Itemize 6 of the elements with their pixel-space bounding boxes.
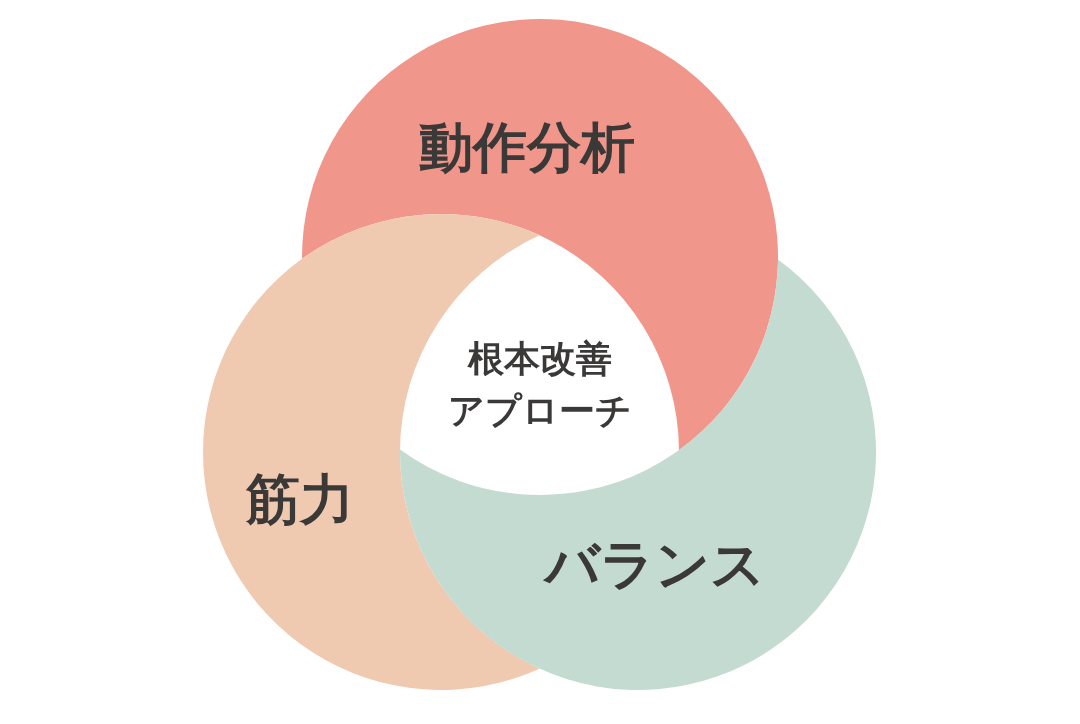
- circle-label: 筋力: [246, 473, 354, 527]
- venn-crescent: [400, 259, 876, 690]
- center-label: 根本改善アプローチ: [447, 336, 633, 433]
- venn-crescent: [302, 19, 778, 451]
- circle-label: バランス: [545, 538, 765, 592]
- circle-label: 動作分析: [419, 121, 635, 175]
